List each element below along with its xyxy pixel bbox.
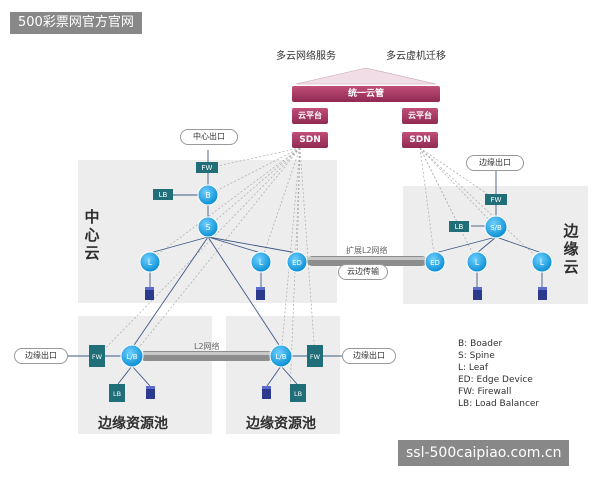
l2-network-label: L2网络 [194, 342, 220, 351]
unified-management-roof [295, 67, 437, 85]
edge-cloud-firewall: FW [485, 194, 507, 205]
leaf-node-label: L [259, 258, 264, 267]
central-egress-cloud: 中心出口 [180, 129, 238, 145]
legend-load-balancer: LB: Load Balancer [458, 399, 540, 409]
pool-right-lb-label: LB [294, 390, 302, 398]
cloud-edge-transport-cloud: 云边传输 [338, 264, 388, 280]
vm-migration-label: 多云虚机迁移 [386, 51, 446, 62]
fabric-links [62, 150, 543, 387]
central-server-2 [256, 287, 265, 300]
edge-cloud-load-balancer: LB [449, 221, 469, 232]
extended-l2-tunnel [307, 256, 427, 266]
pool-left-server [146, 386, 155, 399]
legend-edge-device: ED: Edge Device [458, 375, 533, 385]
edge-cloud-lb-label: LB [455, 223, 464, 231]
edge-cloud-edge-device: ED [424, 251, 446, 273]
central-firewall: FW [196, 162, 218, 173]
edge-device-label: ED [430, 259, 440, 267]
central-firewall-label: FW [202, 164, 213, 172]
multicloud-network-label: 多云网络服务 [276, 51, 336, 62]
pool-right-firewall: FW [307, 345, 323, 367]
edge-pool-title-left: 边缘资源池 [98, 416, 168, 432]
pool-l2-tunnel [140, 351, 273, 361]
central-load-balancer: LB [153, 189, 173, 200]
watermark-top: 500彩票网官方官网 [10, 12, 142, 34]
leaf-node-label: L [475, 258, 480, 267]
sdn-control-links [97, 147, 543, 393]
legend-leaf: L: Leaf [458, 363, 488, 373]
edge-cloud-spine-border-node: S/B [484, 215, 508, 239]
pool-left-leaf-border-node: L/B [120, 344, 144, 368]
extended-l2-label: 扩展L2网络 [346, 246, 388, 255]
pool-right-firewall-label: FW [310, 353, 321, 361]
pool-left-firewall-label: FW [92, 353, 103, 361]
cloud-platform-left: 云平台 [292, 108, 328, 124]
central-edge-device: ED [286, 251, 308, 273]
pool-right-leaf-border-node: L/B [269, 344, 293, 368]
legend-firewall: FW: Firewall [458, 387, 512, 397]
edge-cloud-title: 边缘云 [563, 222, 579, 276]
edge-cloud-server-1 [473, 287, 482, 300]
leaf-border-label: L/B [275, 353, 286, 361]
edge-cloud-region [403, 186, 588, 304]
watermark-bottom: ssl-500caipiao.com.cn [398, 440, 570, 466]
central-server-1 [145, 287, 154, 300]
spine-node-label: S [205, 223, 210, 232]
sdn-controller-right: SDN [402, 132, 438, 148]
spine-border-label: S/B [490, 224, 502, 232]
border-node-label: B [205, 191, 211, 200]
pool-left-firewall: FW [89, 345, 105, 367]
pool-left-load-balancer: LB [109, 384, 125, 402]
edge-pool-egress-left: 边缘出口 [14, 348, 68, 364]
pool-right-server [262, 386, 271, 399]
central-cloud-title: 中心云 [84, 208, 100, 262]
central-spine-node: S [197, 216, 219, 238]
pool-left-lb-label: LB [113, 390, 121, 398]
edge-device-label: ED [292, 259, 302, 267]
central-leaf-node-1: L [139, 251, 161, 273]
leaf-node-label: L [540, 258, 545, 267]
edge-cloud-firewall-label: FW [491, 196, 502, 204]
central-leaf-node-2: L [250, 251, 272, 273]
unified-management-bar: 统一云管 [292, 86, 440, 102]
edge-cloud-egress-cloud: 边缘出口 [466, 155, 524, 171]
sdn-controller-left: SDN [292, 132, 328, 148]
edge-pool-title-right: 边缘资源池 [246, 416, 316, 432]
edge-cloud-leaf-node-2: L [531, 251, 553, 273]
central-border-node: B [197, 184, 219, 206]
edge-pool-egress-right: 边缘出口 [342, 348, 396, 364]
leaf-node-label: L [148, 258, 153, 267]
central-lb-label: LB [159, 191, 168, 199]
edge-cloud-server-2 [538, 287, 547, 300]
legend-spine: S: Spine [458, 351, 495, 361]
cloud-platform-right: 云平台 [402, 108, 438, 124]
edge-cloud-leaf-node-1: L [466, 251, 488, 273]
leaf-border-label: L/B [126, 353, 137, 361]
legend-border: B: Boader [458, 339, 503, 349]
pool-right-load-balancer: LB [290, 384, 306, 402]
edge-pool-region-left [78, 316, 212, 434]
